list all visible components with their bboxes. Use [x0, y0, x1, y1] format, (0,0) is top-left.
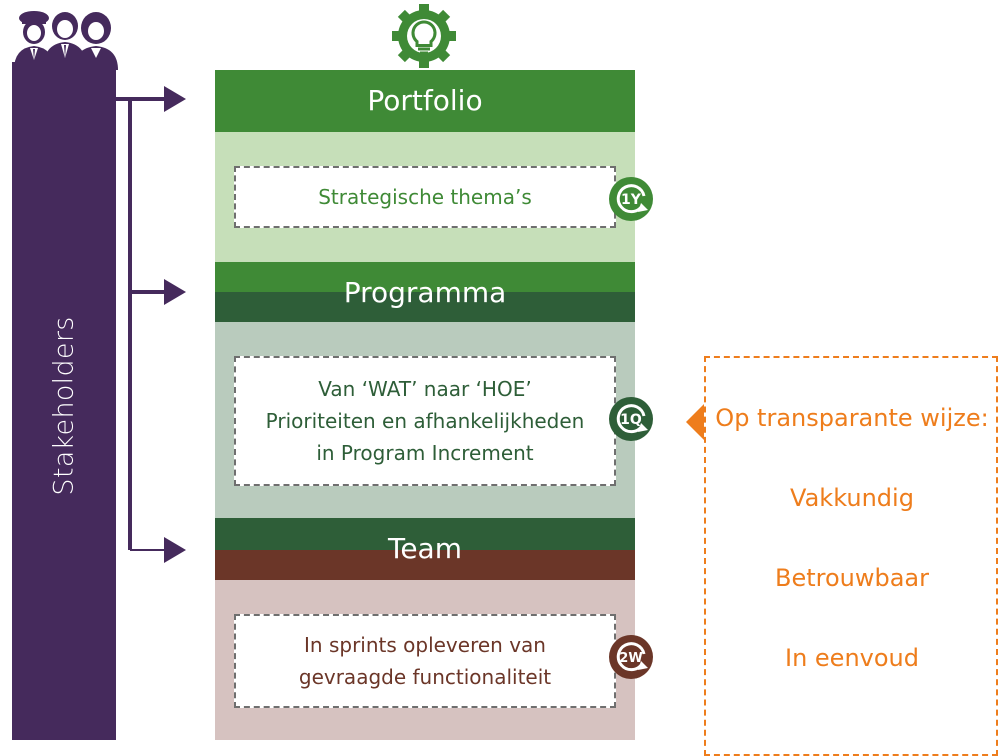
cycle-label-programma: 1Q: [620, 412, 642, 428]
programma-box-line: Prioriteiten en afhankelijkheden: [265, 409, 585, 433]
programma-box-line: Van ‘WAT’ naar ‘HOE’: [318, 377, 532, 401]
portfolio-box: Strategische thema’s: [234, 166, 616, 228]
portfolio-band: [215, 70, 635, 132]
transparency-item: Betrouwbaar: [774, 564, 930, 592]
stakeholder-connectors: [116, 86, 186, 563]
transparency-item: Vakkundig: [790, 484, 914, 512]
team-title: Team: [387, 532, 462, 565]
cycle-label-team: 2W: [619, 651, 642, 666]
transparency-heading: Op transparante wijze:: [715, 404, 989, 432]
cycle-icon-programma: 1Q: [609, 397, 653, 441]
team-box-line: gevraagde functionaliteit: [298, 665, 552, 689]
programma-band-bottom: [215, 292, 635, 322]
cycle-label-portfolio: 1Y: [621, 192, 642, 208]
team-box: In sprints opleveren van gevraagde funct…: [234, 614, 616, 708]
programma-band-top: [215, 262, 635, 292]
portfolio-box-text: Strategische thema’s: [318, 185, 532, 209]
team-band-top: [215, 518, 635, 550]
programma-box-line: in Program Increment: [316, 441, 534, 465]
lightbulb-gear-icon: [392, 4, 456, 68]
transparency-pointer: [686, 404, 704, 440]
programma-title: Programma: [343, 276, 507, 309]
stakeholders-bar: [12, 62, 116, 740]
team-box-line: In sprints opleveren van: [304, 633, 546, 657]
transparency-item: In eenvoud: [785, 644, 919, 672]
cycle-icon-team: 2W: [609, 635, 653, 679]
team-band-bottom: [215, 550, 635, 580]
programma-box: Van ‘WAT’ naar ‘HOE’ Prioriteiten en afh…: [234, 356, 616, 486]
portfolio-title: Portfolio: [367, 84, 483, 117]
cycle-icon-portfolio: 1Y: [609, 177, 653, 221]
